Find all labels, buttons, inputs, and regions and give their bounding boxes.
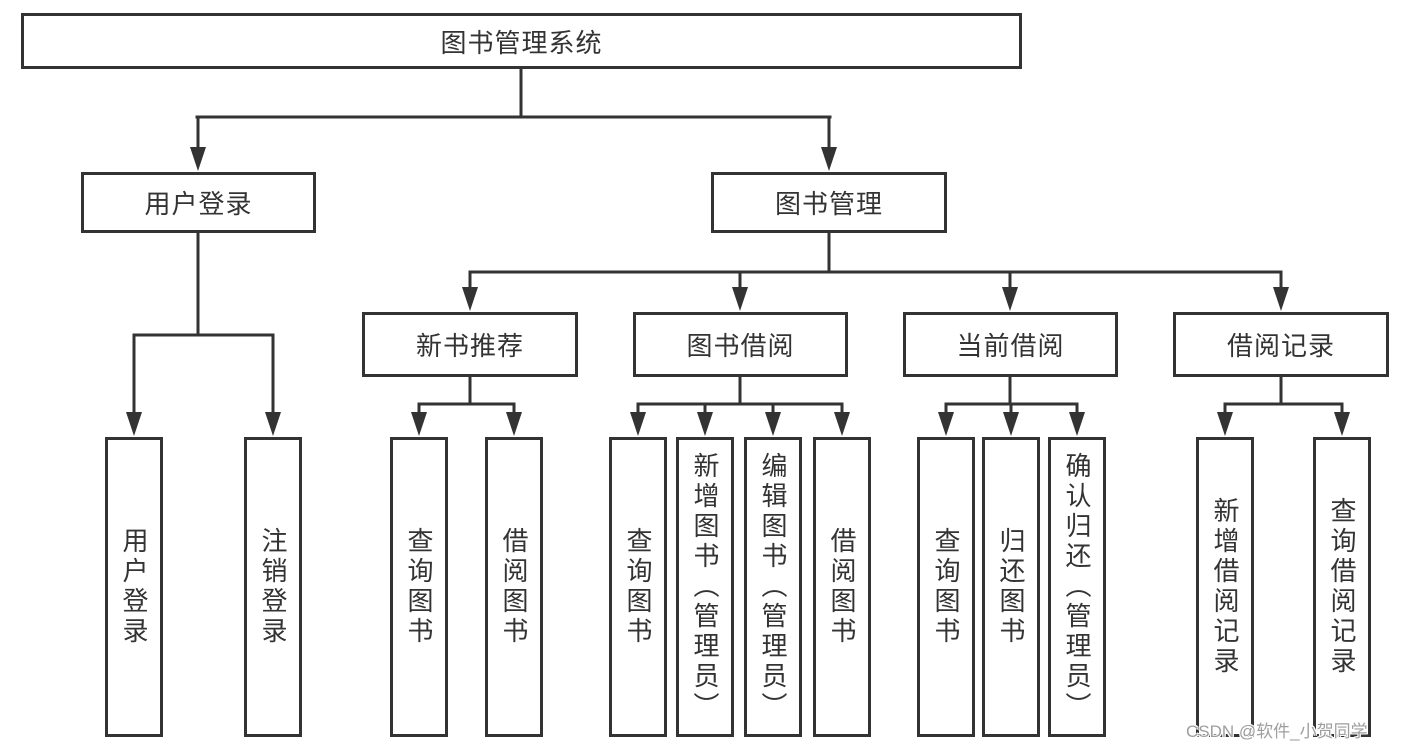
node-user-login-label: 用户登录 (144, 189, 253, 219)
leaf-logout-login-label: 注销登录 (258, 527, 288, 647)
leaf-borrow-books-borrow-label: 借阅图书 (827, 527, 857, 647)
leaf-add-books-admin: 新增图书（管理员） (676, 437, 734, 737)
node-book-management: 图书管理 (711, 172, 947, 233)
node-current-borrowing-label: 当前借阅 (956, 331, 1065, 361)
arrowheads (126, 147, 1350, 436)
leaf-add-borrow-record-label: 新增借阅记录 (1210, 497, 1240, 677)
node-current-borrowing: 当前借阅 (903, 312, 1118, 377)
node-borrowing-records: 借阅记录 (1173, 312, 1389, 377)
node-new-book-recommend-label: 新书推荐 (415, 331, 524, 361)
leaf-query-books-recommend: 查询图书 (390, 437, 448, 737)
leaf-borrow-books-borrow: 借阅图书 (813, 437, 871, 737)
leaf-query-books-current-label: 查询图书 (931, 527, 961, 647)
leaf-borrow-books-recommend-label: 借阅图书 (499, 527, 529, 647)
node-root-label: 图书管理系统 (440, 27, 603, 58)
leaf-user-login-label: 用户登录 (119, 527, 149, 647)
node-book-borrowing: 图书借阅 (633, 312, 848, 377)
leaf-confirm-return-admin: 确认归还（管理员） (1048, 437, 1106, 737)
leaf-query-books-borrow: 查询图书 (609, 437, 667, 737)
leaf-edit-books-admin-label: 编辑图书（管理员） (758, 452, 788, 722)
csdn-watermark: CSDN @软件_小贺同学 (1186, 722, 1368, 741)
leaf-user-login: 用户登录 (105, 437, 163, 737)
leaf-query-borrow-record: 查询借阅记录 (1313, 437, 1371, 737)
leaf-return-books: 归还图书 (982, 437, 1040, 737)
node-book-borrowing-label: 图书借阅 (686, 331, 795, 361)
node-user-login: 用户登录 (81, 172, 316, 233)
leaf-logout-login: 注销登录 (244, 437, 302, 737)
leaf-query-books-current: 查询图书 (917, 437, 975, 737)
node-borrowing-records-label: 借阅记录 (1226, 331, 1335, 361)
leaf-return-books-label: 归还图书 (996, 527, 1026, 647)
node-new-book-recommend: 新书推荐 (362, 312, 578, 377)
node-root: 图书管理系统 (21, 13, 1022, 69)
leaf-query-books-borrow-label: 查询图书 (623, 527, 653, 647)
node-book-management-label: 图书管理 (774, 189, 883, 219)
leaf-edit-books-admin: 编辑图书（管理员） (744, 437, 802, 737)
leaf-query-books-recommend-label: 查询图书 (404, 527, 434, 647)
leaf-query-borrow-record-label: 查询借阅记录 (1327, 497, 1357, 677)
leaf-borrow-books-recommend: 借阅图书 (485, 437, 543, 737)
leaf-confirm-return-admin-label: 确认归还（管理员） (1062, 452, 1092, 722)
leaf-add-books-admin-label: 新增图书（管理员） (690, 452, 720, 722)
leaf-add-borrow-record: 新增借阅记录 (1196, 437, 1254, 737)
